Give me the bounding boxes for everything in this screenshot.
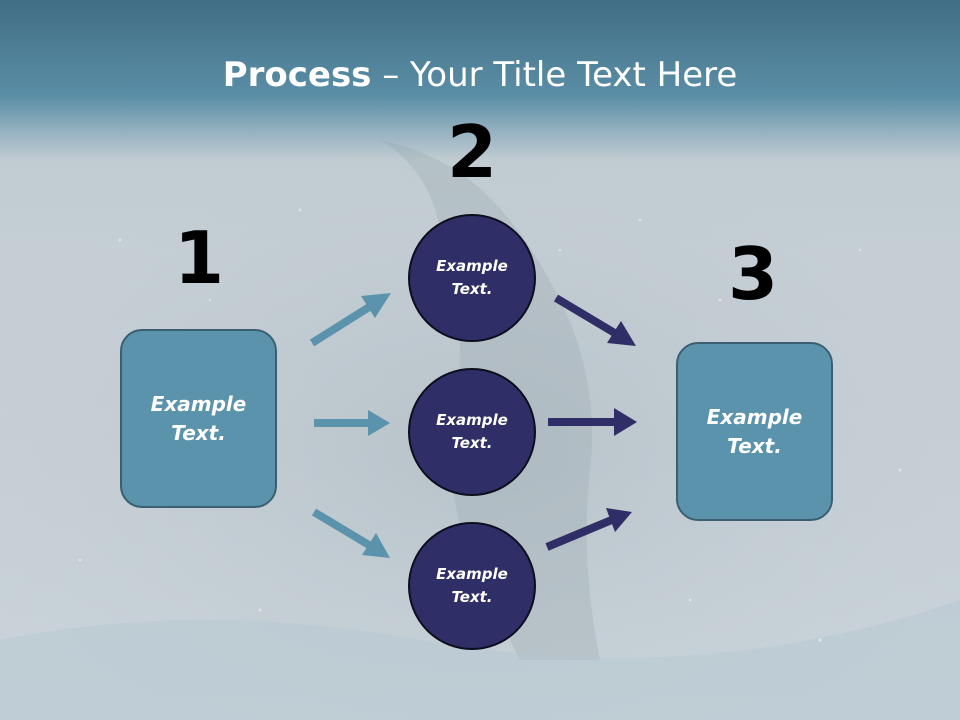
arrow-box1-to-circle-top <box>309 293 391 347</box>
step-1-text: Example Text. <box>150 391 247 445</box>
step-3-box: Example Text. <box>676 342 833 521</box>
arrow-circle-top-to-box3 <box>553 294 636 346</box>
slide-title: Process – Your Title Text Here <box>0 52 960 98</box>
step-2-text-top: Example Text. <box>436 257 508 298</box>
step-2-circle-bottom: Example Text. <box>408 522 536 650</box>
step-2-circle-middle: Example Text. <box>408 368 536 496</box>
step-2-circle-top: Example Text. <box>408 214 536 342</box>
title-rest: – Your Title Text Here <box>371 55 738 95</box>
step-3-text: Example Text. <box>706 404 803 458</box>
arrow-circle-middle-to-box3 <box>548 408 637 436</box>
title-bold: Process <box>222 55 372 95</box>
step-2-text-middle: Example Text. <box>436 411 508 452</box>
step-1-box: Example Text. <box>120 329 277 508</box>
step-2-number: 2 <box>446 110 498 194</box>
header-band <box>0 0 960 160</box>
step-2-text-bottom: Example Text. <box>436 565 508 606</box>
step-3-number: 3 <box>727 232 779 316</box>
step-1-number: 1 <box>173 216 225 300</box>
arrow-circle-bottom-to-box3 <box>545 508 632 551</box>
arrow-box1-to-circle-bottom <box>311 508 390 558</box>
arrow-box1-to-circle-middle <box>314 410 390 436</box>
